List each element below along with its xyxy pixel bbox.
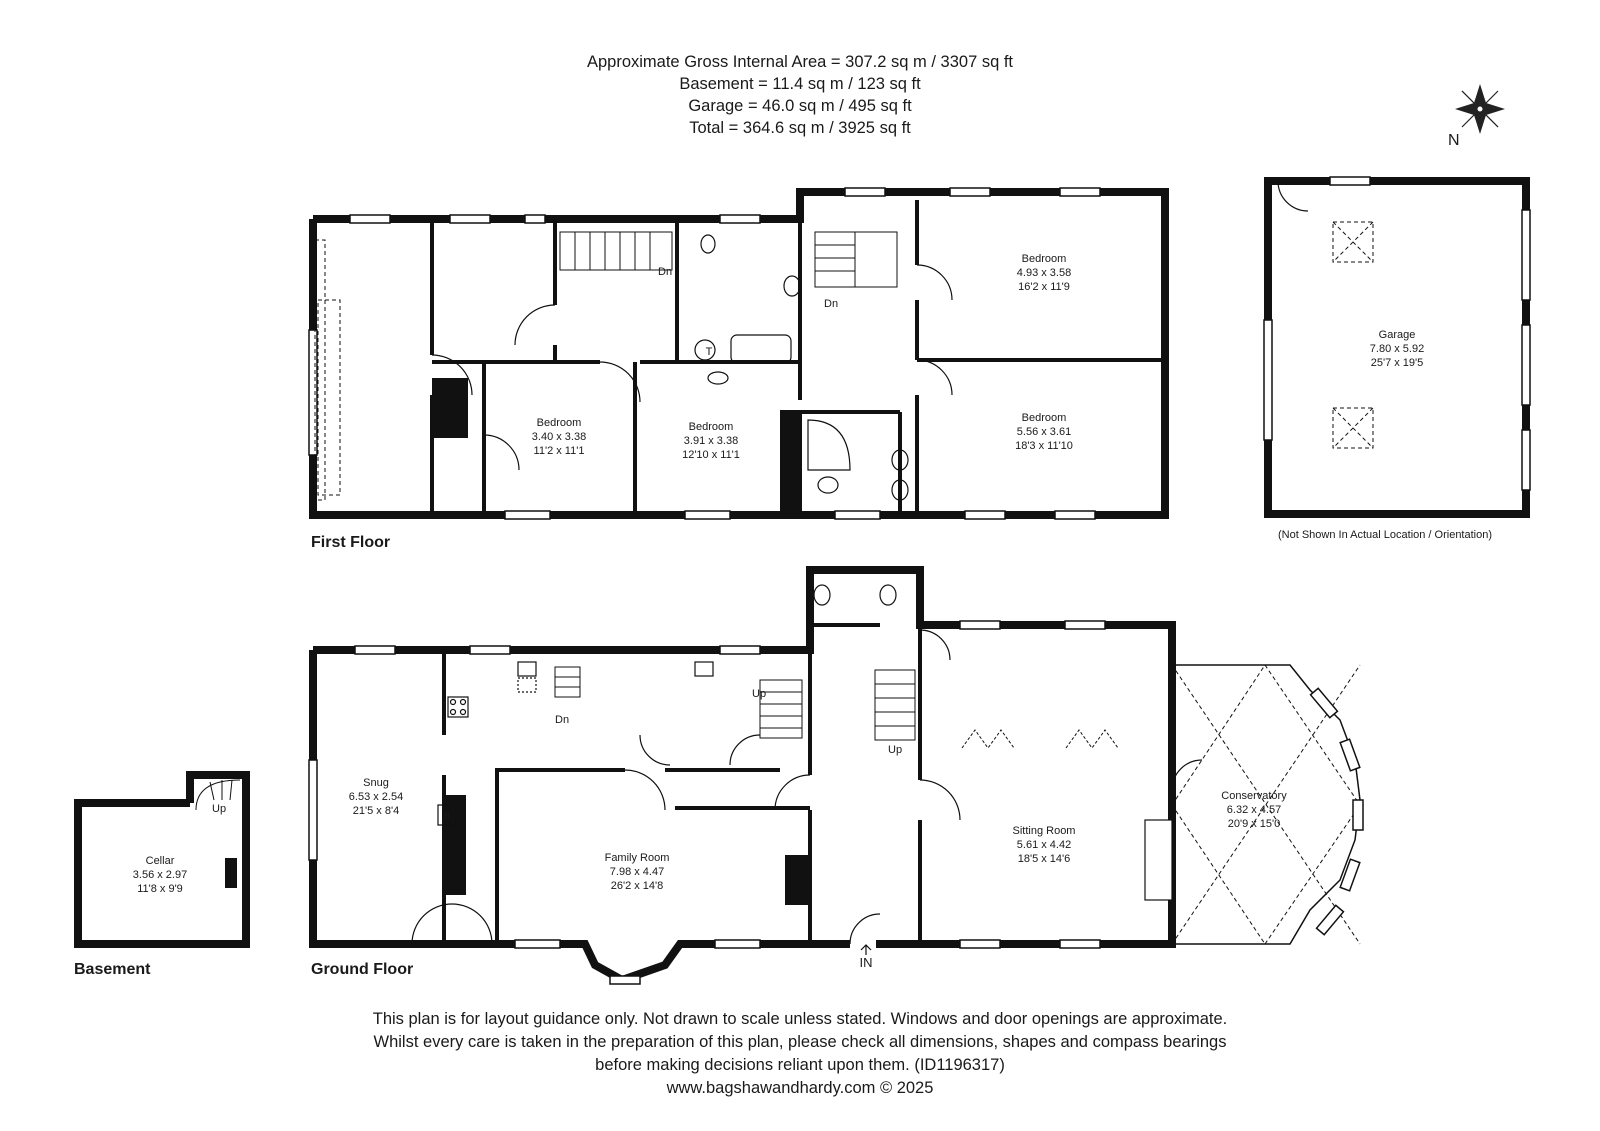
basement-area-text: Basement = 11.4 sq m / 123 sq ft — [679, 75, 921, 93]
ground-floor-room-labels: Snug 6.53 x 2.54 21'5 x 8'4 Family Room … — [349, 688, 1287, 970]
garage-door — [1277, 180, 1309, 212]
first-floor-plan — [309, 188, 1169, 519]
ground-floor-partitions — [442, 623, 922, 944]
first-floor-windows — [308, 187, 1101, 520]
first-floor-stairs — [314, 231, 898, 501]
bedroom1-name: Bedroom — [1022, 253, 1067, 265]
disclaimer-line-1: This plan is for layout guidance only. N… — [372, 1010, 1228, 1028]
conservatory-imperial: 20'9 x 15'0 — [1228, 818, 1281, 830]
garage-metric: 7.80 x 5.92 — [1370, 343, 1424, 355]
bedroom2-metric: 3.40 x 3.38 — [532, 431, 586, 443]
total-area-text: Total = 364.6 sq m / 3925 sq ft — [689, 119, 911, 137]
conservatory-name: Conservatory — [1221, 790, 1287, 802]
cellar-metric: 3.56 x 2.97 — [133, 869, 187, 881]
basement-stairs — [195, 779, 241, 811]
bedroom3-name: Bedroom — [689, 421, 734, 433]
bedroom1-imperial: 16'2 x 11'9 — [1018, 281, 1070, 293]
ground-floor-windows — [308, 620, 1106, 985]
cellar-imperial: 11'8 x 9'9 — [137, 883, 183, 895]
family-room-name: Family Room — [605, 852, 670, 864]
garage-room-labels: Garage 7.80 x 5.92 25'7 x 19'5 — [1370, 329, 1424, 369]
garage-imperial: 25'7 x 19'5 — [1371, 357, 1424, 369]
family-room-metric: 7.98 x 4.47 — [610, 866, 664, 878]
sitting-room-metric: 5.61 x 4.42 — [1017, 839, 1071, 851]
gross-area-text: Approximate Gross Internal Area = 307.2 … — [586, 53, 1014, 71]
entrance-label: IN — [860, 955, 873, 970]
ground-floor-stairs — [554, 666, 916, 741]
bedroom1-metric: 4.93 x 3.58 — [1017, 267, 1071, 279]
first-floor-chimney — [432, 378, 800, 515]
ground-floor-plan — [309, 566, 1176, 985]
bedroom4-metric: 5.56 x 3.61 — [1017, 426, 1071, 438]
snug-imperial: 21'5 x 8'4 — [353, 805, 399, 817]
bedroom3-metric: 3.91 x 3.38 — [684, 435, 738, 447]
bedroom4-name: Bedroom — [1022, 412, 1067, 424]
bedroom4-imperial: 18'3 x 11'10 — [1015, 440, 1073, 452]
boiler-label: B — [444, 811, 450, 821]
bedroom2-imperial: 11'2 x 11'1 — [534, 445, 585, 457]
first-floor-doors — [431, 264, 953, 471]
ground-floor-chimney — [444, 795, 1173, 905]
first-floor-dn-label-1: Dn — [658, 266, 672, 278]
ground-floor-label: Ground Floor — [311, 961, 414, 978]
disclaimer-line-2: Whilst every care is taken in the prepar… — [373, 1033, 1227, 1051]
first-floor-dn-label-2: Dn — [824, 298, 838, 310]
snug-name: Snug — [363, 777, 389, 789]
bedroom2-name: Bedroom — [537, 417, 582, 429]
garage-area-text: Garage = 46.0 sq m / 495 sq ft — [688, 97, 912, 115]
garage-windows — [1263, 176, 1531, 491]
ground-floor-up-label-1: Up — [752, 688, 766, 700]
garage-skylights — [1332, 221, 1374, 449]
cellar-name: Cellar — [146, 855, 175, 867]
compass-north-label: N — [1448, 132, 1460, 149]
bedroom3-imperial: 12'10 x 11'1 — [682, 449, 740, 461]
basement-plan — [74, 771, 250, 948]
basement-label: Basement — [74, 961, 151, 978]
entrance-arrow-icon — [860, 944, 872, 955]
ground-floor-dn-label: Dn — [555, 714, 569, 726]
conservatory-windows — [1309, 687, 1364, 936]
first-floor-room-labels: Bedroom 4.93 x 3.58 16'2 x 11'9 Bedroom … — [532, 253, 1073, 461]
ground-floor-doors — [411, 629, 1203, 945]
tank-label: T — [706, 346, 713, 358]
basement-up-label: Up — [212, 803, 226, 815]
first-floor-label: First Floor — [311, 534, 391, 551]
sitting-room-name: Sitting Room — [1013, 825, 1076, 837]
website-copyright: www.bagshawandhardy.com © 2025 — [666, 1079, 934, 1097]
conservatory-metric: 6.32 x 4.57 — [1227, 804, 1281, 816]
basement-chimney — [225, 858, 237, 888]
ground-floor-fixtures — [437, 584, 897, 826]
ground-floor-up-label-2: Up — [888, 744, 902, 756]
snug-metric: 6.53 x 2.54 — [349, 791, 403, 803]
basement-room-labels: Cellar 3.56 x 2.97 11'8 x 9'9 Up — [133, 803, 226, 895]
garage-orientation-note: (Not Shown In Actual Location / Orientat… — [1278, 529, 1493, 541]
family-room-imperial: 26'2 x 14'8 — [611, 880, 664, 892]
garage-name: Garage — [1379, 329, 1416, 341]
first-floor-partitions — [430, 192, 1165, 515]
compass-icon — [1455, 84, 1505, 134]
sitting-room-imperial: 18'5 x 14'6 — [1018, 853, 1071, 865]
disclaimer-line-3: before making decisions reliant upon the… — [595, 1056, 1005, 1074]
first-floor-fixtures — [694, 234, 909, 501]
bifold-doors — [961, 729, 1119, 749]
